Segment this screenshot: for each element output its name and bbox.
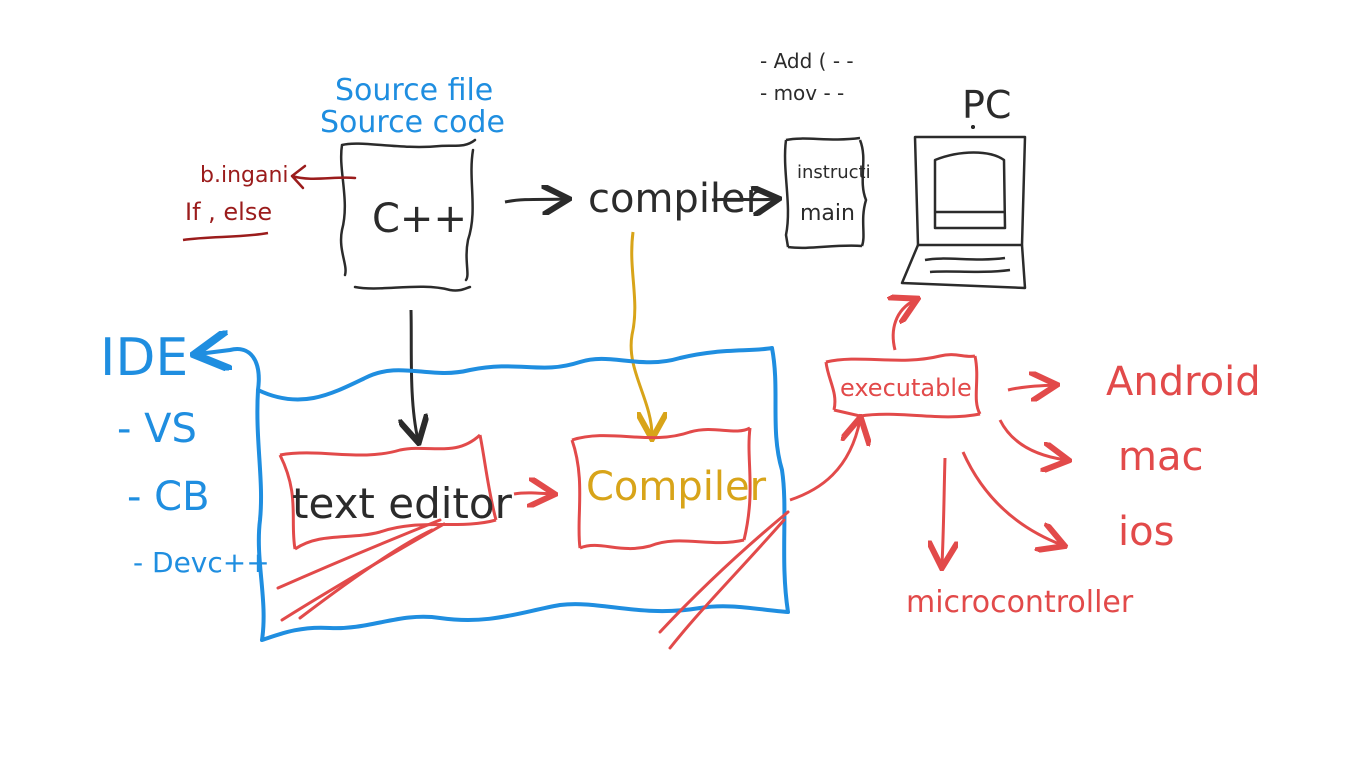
target-android: Android — [1106, 359, 1261, 405]
target-ios: ios — [1118, 509, 1174, 555]
text-editor-label: text editor — [292, 479, 513, 528]
side-note-underline — [182, 231, 269, 242]
ide-item-vs: - VS — [117, 406, 197, 452]
source-box-label: C++ — [372, 196, 467, 242]
ide-compiler-box — [570, 426, 752, 551]
arrow-text-editor-to-compiler — [513, 493, 552, 494]
arrow-compiler-to-instructions — [711, 199, 776, 200]
ide-item-cb: - CB — [127, 474, 210, 520]
asm-line1: - Add ( - - — [760, 49, 854, 73]
instructions-box-line1: instructi — [797, 162, 871, 183]
target-microcontroller: microcontroller — [906, 585, 1134, 620]
arrow-ide-box-to-label — [198, 349, 261, 391]
pc-label: PC — [962, 83, 1011, 127]
ide-compiler-label: Compiler — [586, 464, 767, 510]
text-editor-box — [278, 433, 498, 551]
ide-item-devcpp: - Devc++ — [133, 546, 270, 579]
scribble-marks — [276, 510, 790, 650]
asm-line2: - mov - - — [760, 81, 844, 105]
ide-box — [255, 346, 790, 642]
arrow-source-to-compiler — [504, 199, 566, 202]
instructions-box-line2: main — [800, 201, 855, 226]
source-box — [339, 138, 477, 292]
instructions-box — [783, 136, 868, 250]
source-code-title: Source code — [320, 105, 505, 140]
side-note-arrow — [290, 164, 357, 190]
source-file-title: Source file — [335, 73, 493, 108]
executable-label: executable — [840, 374, 972, 402]
arrow-to-microcontroller — [942, 457, 945, 565]
arrow-to-mac — [998, 419, 1066, 460]
target-mac: mac — [1118, 434, 1203, 480]
executable-box — [824, 353, 982, 419]
arrow-compiler-to-ide-compiler — [629, 231, 652, 436]
side-note-line1: b.ingani — [200, 163, 289, 188]
arrow-to-android — [1007, 385, 1054, 390]
pc-computer-icon — [900, 125, 1027, 290]
side-note-line2: If , else — [185, 198, 272, 226]
arrow-executable-to-pc — [893, 300, 915, 351]
ide-title: IDE — [100, 328, 188, 388]
arrow-to-ios — [961, 451, 1062, 545]
arrow-source-to-text-editor — [411, 309, 418, 440]
arrow-ide-to-executable — [789, 420, 860, 502]
